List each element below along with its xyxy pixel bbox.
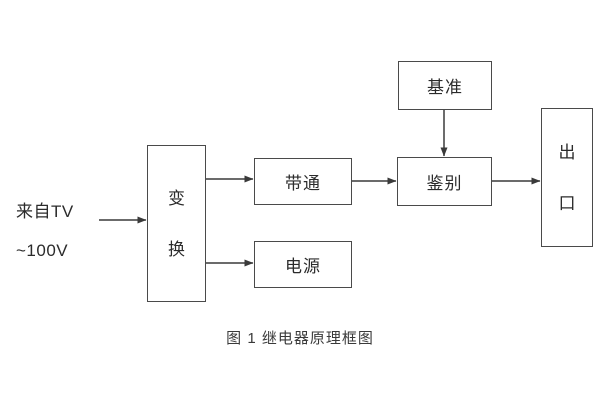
node-power[interactable]: 电源 bbox=[254, 241, 352, 288]
node-reference-label: 基准 bbox=[427, 78, 463, 97]
source-label-line-2: ~100V bbox=[16, 241, 69, 260]
node-bandpass[interactable]: 带通 bbox=[254, 158, 352, 205]
node-transform-char-2: 换 bbox=[168, 239, 185, 259]
node-discriminate[interactable]: 鉴别 bbox=[397, 157, 492, 206]
node-discriminate-label: 鉴别 bbox=[426, 174, 463, 193]
node-output-char-1: 出 bbox=[558, 142, 576, 162]
node-output[interactable]: 出 口 bbox=[541, 108, 593, 247]
node-transform-char-1: 变 bbox=[168, 188, 185, 208]
figure-caption: 图 1 继电器原理框图 bbox=[226, 330, 374, 347]
node-transform[interactable]: 变 换 bbox=[147, 145, 206, 302]
node-power-label: 电源 bbox=[285, 257, 321, 276]
source-label-line-1: 来自TV bbox=[16, 202, 74, 221]
node-reference[interactable]: 基准 bbox=[398, 61, 492, 110]
node-bandpass-label: 带通 bbox=[285, 174, 321, 193]
node-output-char-2: 口 bbox=[558, 193, 576, 213]
